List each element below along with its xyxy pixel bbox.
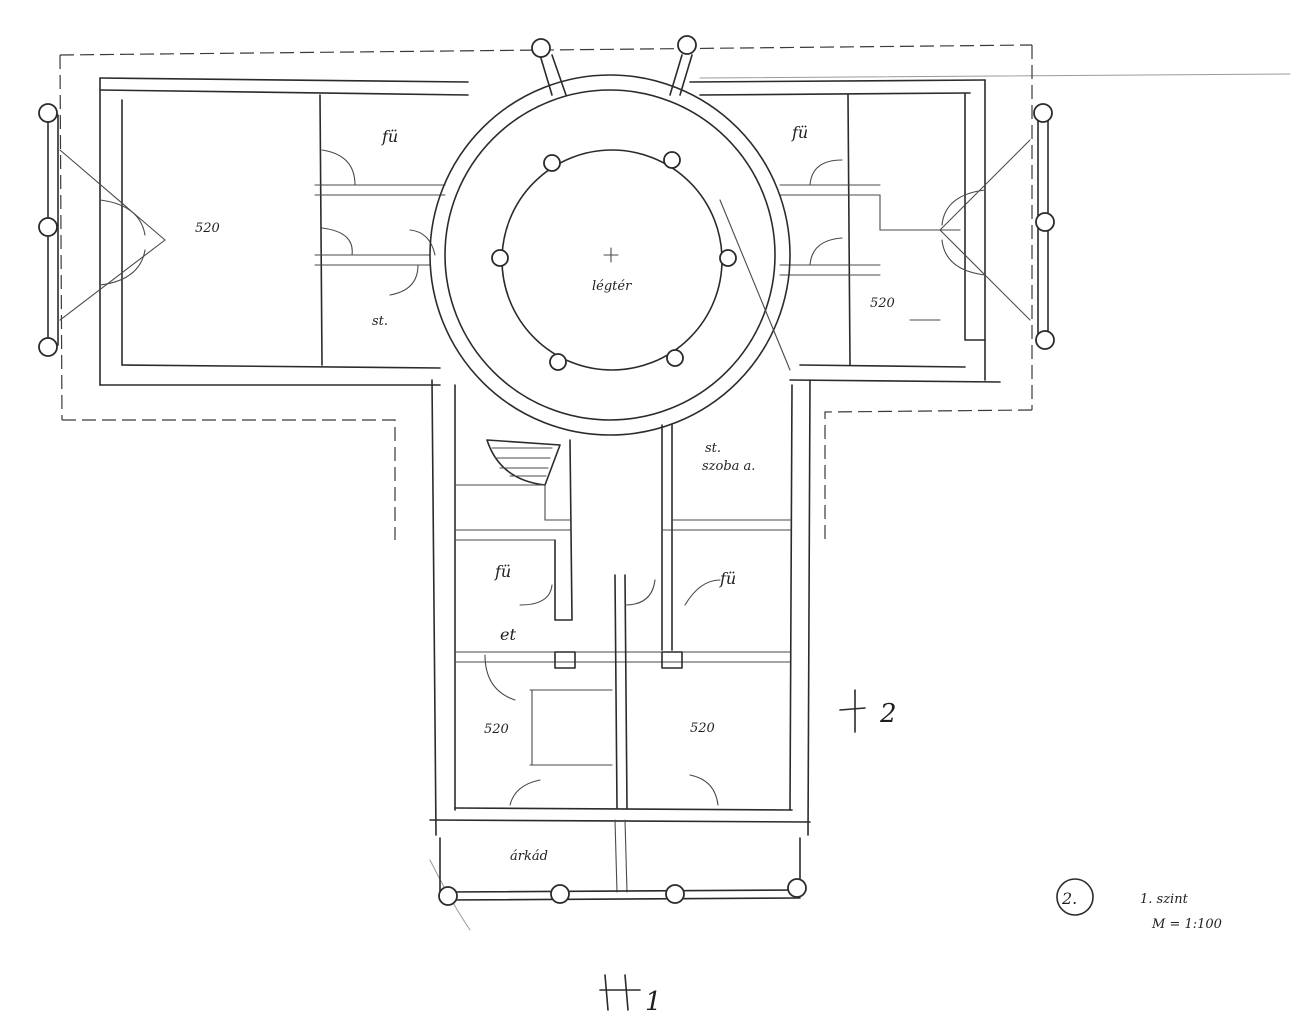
room-label-stair-sub: szoba a. — [702, 459, 755, 474]
room-label-south-et: et — [500, 625, 516, 644]
room-label-left-fu: fü — [381, 127, 398, 146]
column-icon — [549, 353, 567, 371]
column-icon — [1033, 103, 1053, 123]
column-icon — [787, 878, 807, 898]
left-colonnade — [38, 103, 166, 357]
sheet-number: 2. — [1061, 889, 1077, 908]
porch-colonnade — [438, 878, 807, 906]
room-label-south-fu-left: fü — [494, 562, 511, 581]
room-label-south-520-right: 520 — [690, 721, 715, 736]
section-2-label: 2 — [879, 699, 897, 729]
section-marker-2: 2 — [839, 689, 897, 733]
column-icon — [38, 103, 58, 123]
room-labels: 520 fü st. légtér fü 520 st. szoba a. fü… — [195, 123, 895, 864]
left-wing-partitions — [314, 94, 446, 366]
room-label-center: légtér — [592, 279, 632, 294]
right-wing-partitions — [779, 94, 961, 366]
scale-label: M = 1:100 — [1151, 917, 1222, 932]
room-label-right-wing: 520 — [870, 296, 895, 311]
title-block: 2. 1. szint M = 1:100 — [1056, 878, 1222, 932]
column-icon — [491, 249, 509, 267]
column-icon — [663, 151, 681, 169]
room-label-porch: árkád — [510, 849, 548, 864]
column-icon — [38, 217, 58, 237]
south-wing-partitions — [454, 424, 791, 893]
room-label-south-520-left: 520 — [484, 722, 509, 737]
section-marker-1: 1 — [599, 974, 662, 1017]
column-icon — [677, 35, 697, 55]
level-label: 1. szint — [1140, 892, 1189, 907]
room-label-left-wing: 520 — [195, 221, 220, 236]
room-label-left-st: st. — [372, 314, 388, 329]
right-colonnade — [939, 103, 1055, 350]
upper-outline-dashed — [59, 44, 1033, 540]
column-icon — [543, 154, 561, 172]
column-icon — [1035, 330, 1055, 350]
paper-marks — [429, 73, 1291, 931]
rotunda — [429, 35, 791, 436]
room-label-right-fu: fü — [791, 123, 808, 142]
column-icon — [665, 884, 685, 904]
room-label-south-fu-right: fü — [719, 569, 736, 588]
column-icon — [38, 337, 58, 357]
column-icon — [550, 884, 570, 904]
column-icon — [438, 886, 458, 906]
column-icon — [719, 249, 737, 267]
column-icon — [531, 38, 551, 58]
exterior-walls — [99, 77, 1001, 896]
column-icon — [1035, 212, 1055, 232]
section-1-label: 1 — [645, 987, 662, 1017]
room-label-stair-st: st. — [705, 441, 721, 456]
column-icon — [666, 349, 684, 367]
